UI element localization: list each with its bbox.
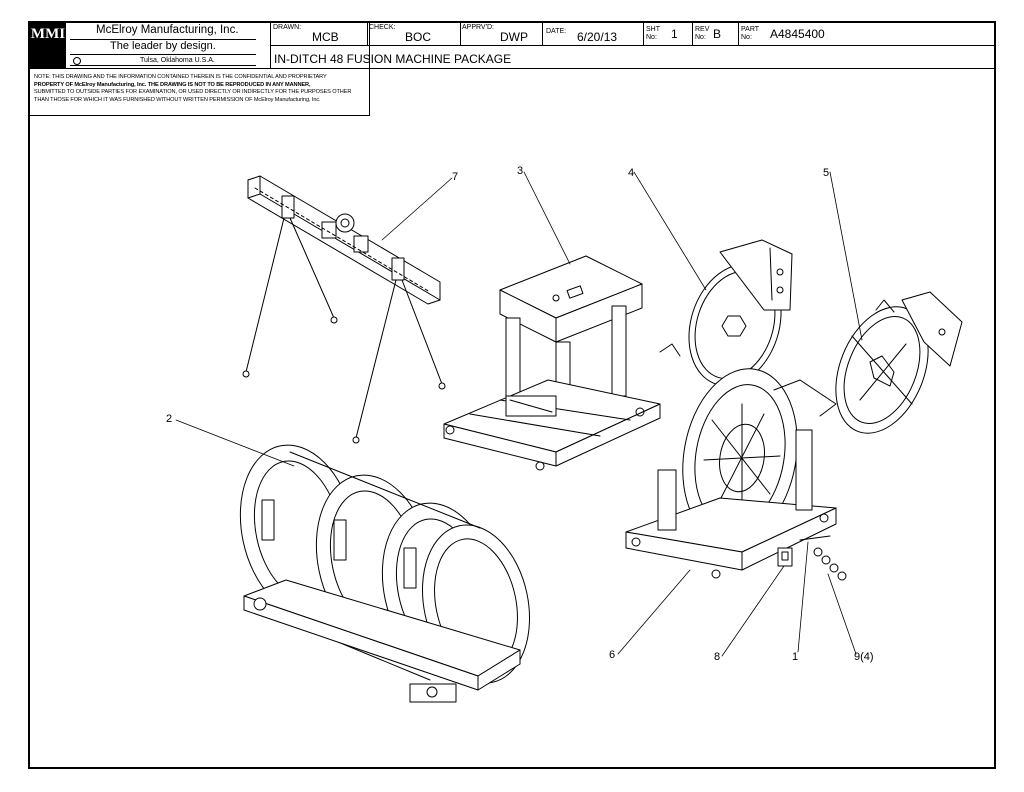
drawn-value: MCB bbox=[312, 30, 339, 44]
note-line-3: SUBMITTED TO OUTSIDE PARTIES FOR EXAMINA… bbox=[34, 89, 352, 96]
main-carriage-jaws bbox=[239, 444, 531, 703]
balloon-leaders bbox=[175, 171, 863, 657]
part-label: PART No: bbox=[741, 26, 759, 41]
balloon-7: 7 bbox=[452, 171, 458, 183]
note-line-4: THAN THOSE FOR WHICH IT WAS FURNISHED WI… bbox=[34, 96, 321, 103]
lifting-beam bbox=[247, 175, 441, 305]
small-parts bbox=[777, 535, 847, 581]
confidentiality-note: NOTE: THIS DRAWING AND THE INFORMATION C… bbox=[34, 74, 366, 104]
frame-stand bbox=[625, 368, 837, 579]
heater-plate bbox=[659, 239, 793, 387]
drawn-label: DRAWN: bbox=[273, 24, 302, 31]
apprvd-value: DWP bbox=[500, 30, 528, 44]
carriage-assembly bbox=[443, 255, 661, 471]
note-line-2: PROPERTY OF McElroy Manufacturing, Inc. … bbox=[34, 81, 311, 88]
note-box bbox=[28, 69, 370, 116]
company-location: Tulsa, Oklahoma U.S.A. bbox=[140, 57, 215, 64]
date-label: DATE: bbox=[546, 28, 567, 35]
check-value: BOC bbox=[405, 30, 432, 44]
company-tagline: The leader by design. bbox=[110, 40, 216, 52]
rev-value: B bbox=[713, 27, 722, 41]
part-value: A4845400 bbox=[770, 27, 825, 41]
balloon-4: 4 bbox=[628, 167, 634, 179]
check-label: CHECK: bbox=[369, 24, 396, 31]
logo-text: MMI bbox=[30, 26, 66, 42]
sht-value: 1 bbox=[671, 27, 678, 41]
sht-label: SHT No: bbox=[646, 26, 660, 41]
registered-mark bbox=[73, 57, 81, 65]
rev-label: REV No: bbox=[695, 26, 710, 41]
date-value: 6/20/13 bbox=[577, 30, 618, 44]
note-line-1: NOTE: THIS DRAWING AND THE INFORMATION C… bbox=[34, 74, 327, 80]
balloon-3: 3 bbox=[517, 165, 523, 177]
balloon-6: 6 bbox=[609, 649, 615, 661]
slings bbox=[242, 217, 446, 444]
balloon-9: 9(4) bbox=[854, 651, 874, 663]
drawing-frame bbox=[28, 21, 996, 769]
company-logo bbox=[30, 22, 66, 68]
apprvd-label: APPRV'D: bbox=[462, 24, 494, 31]
balloon-1: 1 bbox=[792, 651, 798, 663]
balloon-5: 5 bbox=[823, 167, 829, 179]
balloon-2: 2 bbox=[166, 413, 172, 425]
drawing-title: IN-DITCH 48 FUSION MACHINE PACKAGE bbox=[274, 52, 512, 66]
facer bbox=[835, 291, 963, 434]
company-name: McElroy Manufacturing, Inc. bbox=[96, 24, 239, 36]
balloon-8: 8 bbox=[714, 651, 720, 663]
